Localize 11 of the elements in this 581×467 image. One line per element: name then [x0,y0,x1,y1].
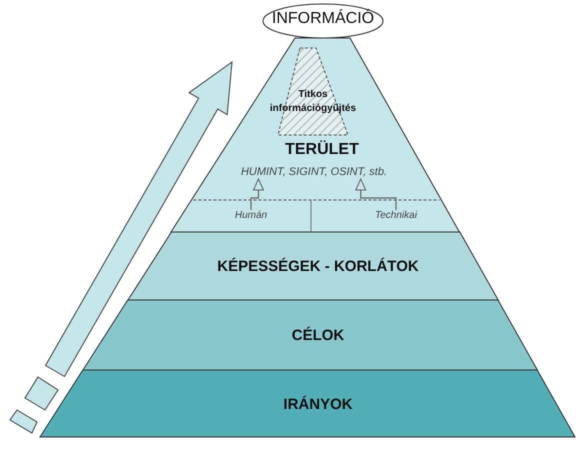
tier-label: TERÜLET [285,141,359,159]
arrow [355,178,397,210]
tier-label: IRÁNYOK [283,396,353,413]
tier-label: Titkos információgyűjtés [268,88,358,116]
text-label: HUMINT, SIGINT, OSINT, stb. [240,166,388,178]
text-label: Humán [234,210,268,221]
heading-label: INFORMÁCIÓ [272,10,374,28]
tier-label: KÉPESSÉGEK - KORLÁTOK [217,258,419,275]
arrow [250,178,264,210]
text-label: Technikai [375,210,417,221]
tier-label: CÉLOK [292,327,344,344]
